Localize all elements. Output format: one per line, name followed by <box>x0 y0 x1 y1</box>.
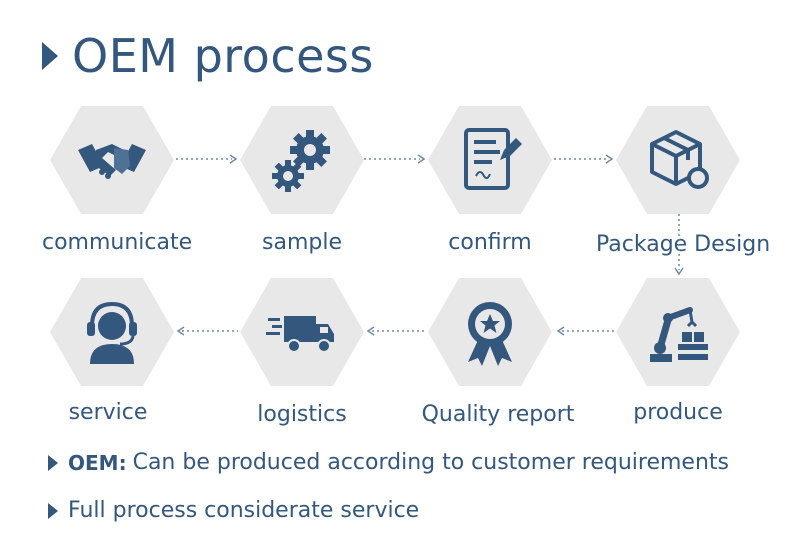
step-sample-hexagon <box>240 106 364 214</box>
bullet-triangle-icon <box>48 502 58 519</box>
gears-icon <box>272 130 330 192</box>
note-oem-text: Can be produced according to customer re… <box>132 450 729 475</box>
arrow-confirm-to-package <box>554 154 614 164</box>
step-label-service: service <box>68 400 148 425</box>
arrow-quality-to-logistics <box>366 326 426 336</box>
step-label-produce: produce <box>633 400 723 425</box>
step-label-communicate: communicate <box>42 230 193 255</box>
step-package-design-hexagon <box>616 106 740 214</box>
note-oem-prefix: OEM: <box>68 450 127 475</box>
step-label-confirm: confirm <box>448 230 532 255</box>
step-confirm-hexagon <box>428 106 552 214</box>
step-logistics-hexagon <box>240 278 364 386</box>
step-produce-hexagon <box>616 278 740 386</box>
arrow-sample-to-confirm <box>364 154 426 164</box>
headset-icon <box>87 301 137 364</box>
step-label-sample: sample <box>262 230 342 255</box>
document-sign-icon <box>464 128 522 190</box>
step-label-logistics: logistics <box>257 402 347 427</box>
handshake-icon <box>78 144 146 179</box>
truck-icon <box>266 316 334 353</box>
step-label-package-design: Package Design <box>596 232 771 257</box>
step-communicate-hexagon <box>50 106 174 214</box>
step-label-quality-report: Quality report <box>421 402 575 427</box>
header: OEM process <box>42 26 374 86</box>
note-full-process: Full process considerate service <box>48 498 419 523</box>
bullet-triangle-icon <box>48 454 58 471</box>
robot-arm-icon <box>650 307 708 362</box>
page-title: OEM process <box>72 29 374 83</box>
package-icon <box>650 130 709 189</box>
arrow-communicate-to-sample <box>176 154 238 164</box>
arrow-package-to-produce <box>674 214 684 276</box>
title-triangle-icon <box>42 42 58 70</box>
quality-badge-icon <box>468 302 512 366</box>
arrow-produce-to-quality <box>556 326 616 336</box>
note-oem: OEM: Can be produced according to custom… <box>48 450 729 475</box>
note-full-process-text: Full process considerate service <box>68 498 420 523</box>
step-service-hexagon <box>50 278 174 386</box>
step-quality-report-hexagon <box>428 278 552 386</box>
arrow-logistics-to-service <box>176 326 238 336</box>
